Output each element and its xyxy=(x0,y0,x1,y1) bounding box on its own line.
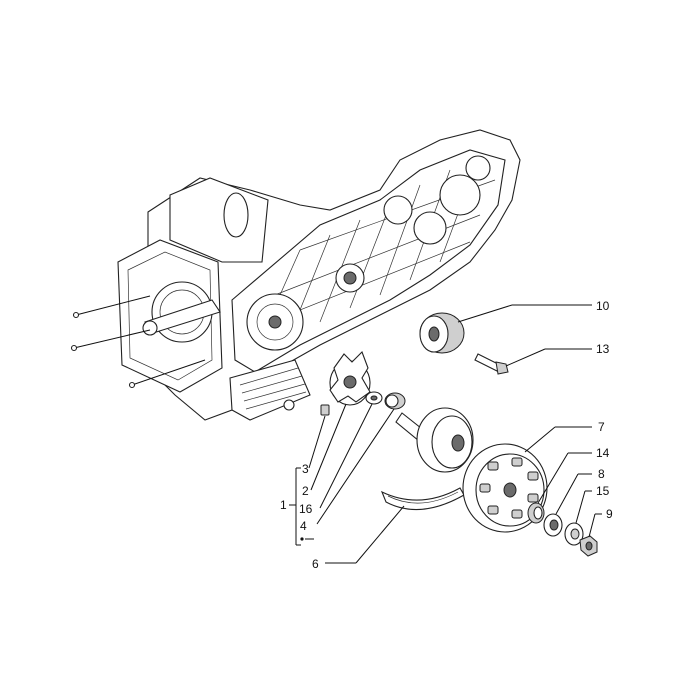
movable-pulley-half xyxy=(395,407,474,473)
callout-8: 8 xyxy=(598,467,605,481)
part-15-washer xyxy=(564,522,584,546)
part-9-nut xyxy=(579,535,598,557)
callout-13: 13 xyxy=(596,342,610,356)
engine-crankcase xyxy=(70,129,521,421)
callout-6: 6 xyxy=(312,557,319,571)
callout-14: 14 xyxy=(596,446,610,460)
part-7-ramp-plate xyxy=(462,443,548,533)
callout-4: 4 xyxy=(300,519,307,533)
leader-lines xyxy=(289,304,602,564)
part-2-drive-plate xyxy=(329,351,371,406)
callout-labels: 10 13 7 14 8 15 9 3 2 16 4 1 6 xyxy=(280,299,613,571)
part-6-belt xyxy=(380,487,465,511)
part-8-washer xyxy=(543,513,563,537)
part-14-bushing xyxy=(527,502,545,524)
callout-3: 3 xyxy=(302,462,309,476)
callout-16: 16 xyxy=(299,502,313,516)
callout-1: 1 xyxy=(280,498,287,512)
callout-7: 7 xyxy=(598,420,605,434)
callout-10: 10 xyxy=(596,299,610,313)
part-13-bolt xyxy=(474,353,509,375)
part-4-bushing xyxy=(384,392,406,410)
bracket-dot xyxy=(300,537,304,541)
part-3-pin xyxy=(320,404,330,416)
callout-9: 9 xyxy=(606,507,613,521)
part-16-spacer xyxy=(365,391,383,405)
part-10-roller xyxy=(419,312,465,354)
callout-15: 15 xyxy=(596,484,610,498)
callout-2: 2 xyxy=(302,484,309,498)
